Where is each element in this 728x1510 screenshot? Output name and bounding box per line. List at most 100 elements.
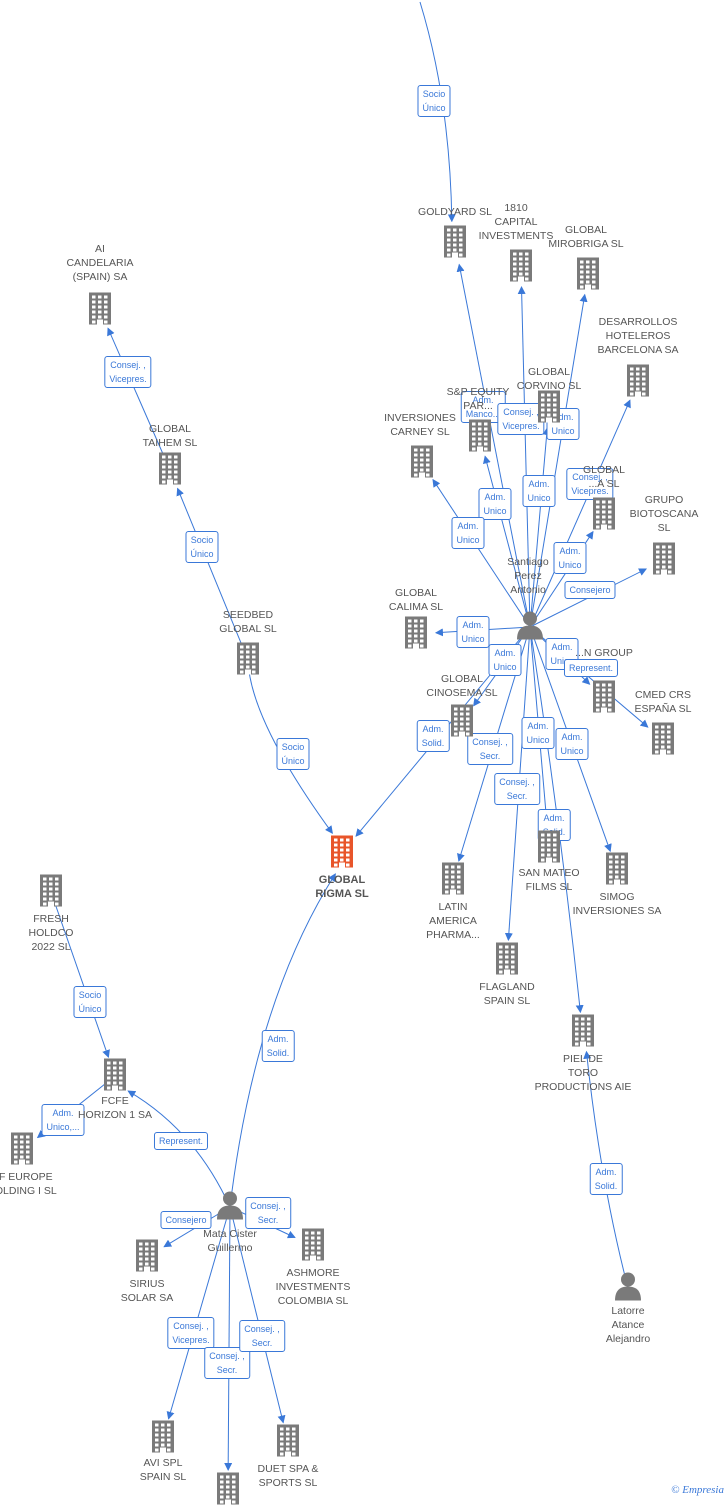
company-building-icon[interactable]	[274, 1423, 302, 1462]
relation-badge[interactable]: Adm. Solid.	[261, 1030, 295, 1062]
relation-badge[interactable]: Consej. , Secr.	[204, 1347, 250, 1379]
relation-badge[interactable]: Adm. Unico	[545, 638, 579, 670]
relation-badge[interactable]: Adm. Unico	[456, 616, 490, 648]
edge-mata-rigma	[229, 873, 336, 1208]
node-label-n_group[interactable]: ...N GROUP	[575, 647, 633, 659]
relation-badge[interactable]: Adm. Solid.	[416, 720, 450, 752]
node-label-goldyard[interactable]: GOLDYARD SL	[418, 206, 492, 218]
company-building-icon[interactable]	[101, 1057, 129, 1096]
relation-badge[interactable]: Adm. Unico	[555, 728, 589, 760]
node-label-carney[interactable]: INVERSIONES CARNEY SL	[384, 412, 456, 438]
relation-badge[interactable]: Adm. Unico	[451, 517, 485, 549]
person-icon[interactable]	[515, 610, 545, 645]
relation-badge[interactable]: Socio Único	[185, 531, 219, 563]
node-label-mirobriga[interactable]: GLOBAL MIROBRIGA SL	[548, 224, 624, 250]
node-label-calima[interactable]: GLOBAL CALIMA SL	[388, 587, 444, 613]
company-building-icon[interactable]	[448, 703, 476, 742]
node-label-ashmore[interactable]: ASHMORE INVESTMENTS COLOMBIA SL	[275, 1267, 351, 1307]
node-label-global_a[interactable]: GLOBAL ...A SL	[582, 464, 626, 490]
person-icon[interactable]	[613, 1271, 643, 1306]
node-label-taihem[interactable]: GLOBAL TAIHEM SL	[142, 423, 198, 449]
company-building-icon[interactable]	[535, 829, 563, 868]
relation-badge[interactable]: Consejero	[160, 1211, 212, 1229]
node-label-pieltoro[interactable]: PIEL DE TORO PRODUCTIONS AIE	[534, 1053, 632, 1093]
node-label-fcfe[interactable]: FCFE HORIZON 1 SA	[77, 1095, 153, 1121]
node-label-latin[interactable]: LATIN AMERICA PHARMA...	[426, 901, 480, 941]
company-building-icon[interactable]	[569, 1013, 597, 1052]
relation-badge[interactable]: Socio Único	[276, 738, 310, 770]
relation-badge[interactable]: Adm. Unico	[553, 542, 587, 574]
company-building-icon[interactable]	[37, 873, 65, 912]
company-building-icon[interactable]	[603, 851, 631, 890]
relation-badge[interactable]: Consej. , Secr.	[245, 1197, 291, 1229]
node-label-biotoscana[interactable]: GRUPO BIOTOSCANA SL	[629, 494, 699, 534]
relation-badge[interactable]: Consej. , Secr.	[239, 1320, 285, 1352]
edge-seedbed-taihem	[176, 487, 249, 661]
relation-badge[interactable]: Adm. Unico	[488, 644, 522, 676]
node-label-seedbed[interactable]: SEEDBED GLOBAL SL	[219, 609, 277, 635]
node-label-1810[interactable]: 1810 CAPITAL INVESTMENTS	[478, 202, 554, 242]
edge-seedbed-rigma	[247, 659, 333, 835]
company-building-icon[interactable]	[234, 641, 262, 680]
node-label-sanmateo[interactable]: SAN MATEO FILMS SL	[518, 867, 580, 893]
company-building-icon[interactable]	[214, 1471, 242, 1510]
node-label-fresh[interactable]: FRESH HOLDCO 2022 SL	[28, 913, 74, 953]
company-building-icon[interactable]	[156, 451, 184, 490]
node-label-sirius[interactable]: SIRIUS SOLAR SA	[120, 1278, 174, 1304]
company-building-icon[interactable]	[466, 418, 494, 457]
relation-badge[interactable]: Adm. Solid.	[589, 1163, 623, 1195]
focus-company-icon[interactable]	[328, 834, 356, 873]
company-building-icon[interactable]	[590, 679, 618, 718]
company-building-icon[interactable]	[408, 444, 436, 483]
node-label-latorre[interactable]: Latorre Atance Alejandro	[605, 1305, 651, 1345]
relation-badge[interactable]: Adm. Unico,...	[41, 1104, 85, 1136]
relation-badge[interactable]: Socio Único	[73, 986, 107, 1018]
node-label-simog[interactable]: SIMOG INVERSIONES SA	[572, 891, 662, 917]
relation-badge[interactable]: Consej. , Vicepres.	[497, 403, 545, 435]
relation-badge[interactable]: Consej. , Vicepres.	[566, 468, 614, 500]
relation-badge[interactable]: Consejero	[564, 581, 616, 599]
company-building-icon[interactable]	[493, 941, 521, 980]
edge-mata-duet	[229, 1206, 286, 1424]
node-label-flagland[interactable]: FLAGLAND SPAIN SL	[479, 981, 535, 1007]
company-building-icon[interactable]	[649, 721, 677, 760]
company-building-icon[interactable]	[535, 389, 563, 428]
node-label-santiago[interactable]: Santiago Perez Antonio	[507, 556, 549, 596]
node-label-candelaria[interactable]: AI CANDELARIA (SPAIN) SA	[66, 243, 134, 283]
relation-badge[interactable]: Represent.	[153, 1132, 209, 1150]
company-building-icon[interactable]	[574, 256, 602, 295]
company-building-icon[interactable]	[133, 1238, 161, 1277]
node-label-duet[interactable]: DUET SPA & SPORTS SL	[257, 1463, 319, 1489]
company-building-icon[interactable]	[402, 615, 430, 654]
company-building-icon[interactable]	[441, 224, 469, 263]
company-building-icon[interactable]	[590, 496, 618, 535]
node-label-hoteleros[interactable]: DESARROLLOS HOTELEROS BARCELONA SA	[597, 316, 679, 356]
relation-badge[interactable]: Adm. Unico	[521, 717, 555, 749]
person-icon[interactable]	[215, 1190, 245, 1225]
node-label-mata[interactable]: Mata Cister Guillermo	[203, 1228, 257, 1254]
company-building-icon[interactable]	[299, 1227, 327, 1266]
company-building-icon[interactable]	[149, 1419, 177, 1458]
relation-badge[interactable]: Consej. , Vicepres.	[104, 356, 152, 388]
node-label-corvino[interactable]: GLOBAL CORVINO SL	[516, 366, 582, 392]
relation-badge[interactable]: Socio Único	[417, 85, 451, 117]
node-label-cinosema[interactable]: GLOBAL CINOSEMA SL	[426, 673, 498, 699]
company-building-icon[interactable]	[439, 861, 467, 900]
edge-santiago-carney	[432, 478, 531, 628]
company-building-icon[interactable]	[507, 248, 535, 287]
node-label-cmed[interactable]: CMED CRS ESPAÑA SL	[634, 689, 692, 715]
relation-badge[interactable]: Represent.	[563, 659, 619, 677]
company-building-icon[interactable]	[650, 541, 678, 580]
company-building-icon[interactable]	[624, 363, 652, 402]
relation-badge[interactable]: Adm. Unico	[522, 475, 556, 507]
node-label-cfeurope[interactable]: CF EUROPE HOLDING I SL	[0, 1171, 57, 1197]
node-label-sp_equity[interactable]: S&P EQUITY PAR...	[446, 386, 510, 412]
node-label-avi[interactable]: AVI SPL SPAIN SL	[139, 1457, 187, 1483]
node-label-rigma[interactable]: GLOBAL RIGMA SL	[315, 874, 369, 900]
company-building-icon[interactable]	[8, 1131, 36, 1170]
relation-badge[interactable]: Consej. , Vicepres.	[167, 1317, 215, 1349]
relation-badge[interactable]: Consej. , Secr.	[467, 733, 513, 765]
relation-badge[interactable]: Adm. Unico	[478, 488, 512, 520]
company-building-icon[interactable]	[86, 291, 114, 330]
relation-badge[interactable]: Consej. , Secr.	[494, 773, 540, 805]
